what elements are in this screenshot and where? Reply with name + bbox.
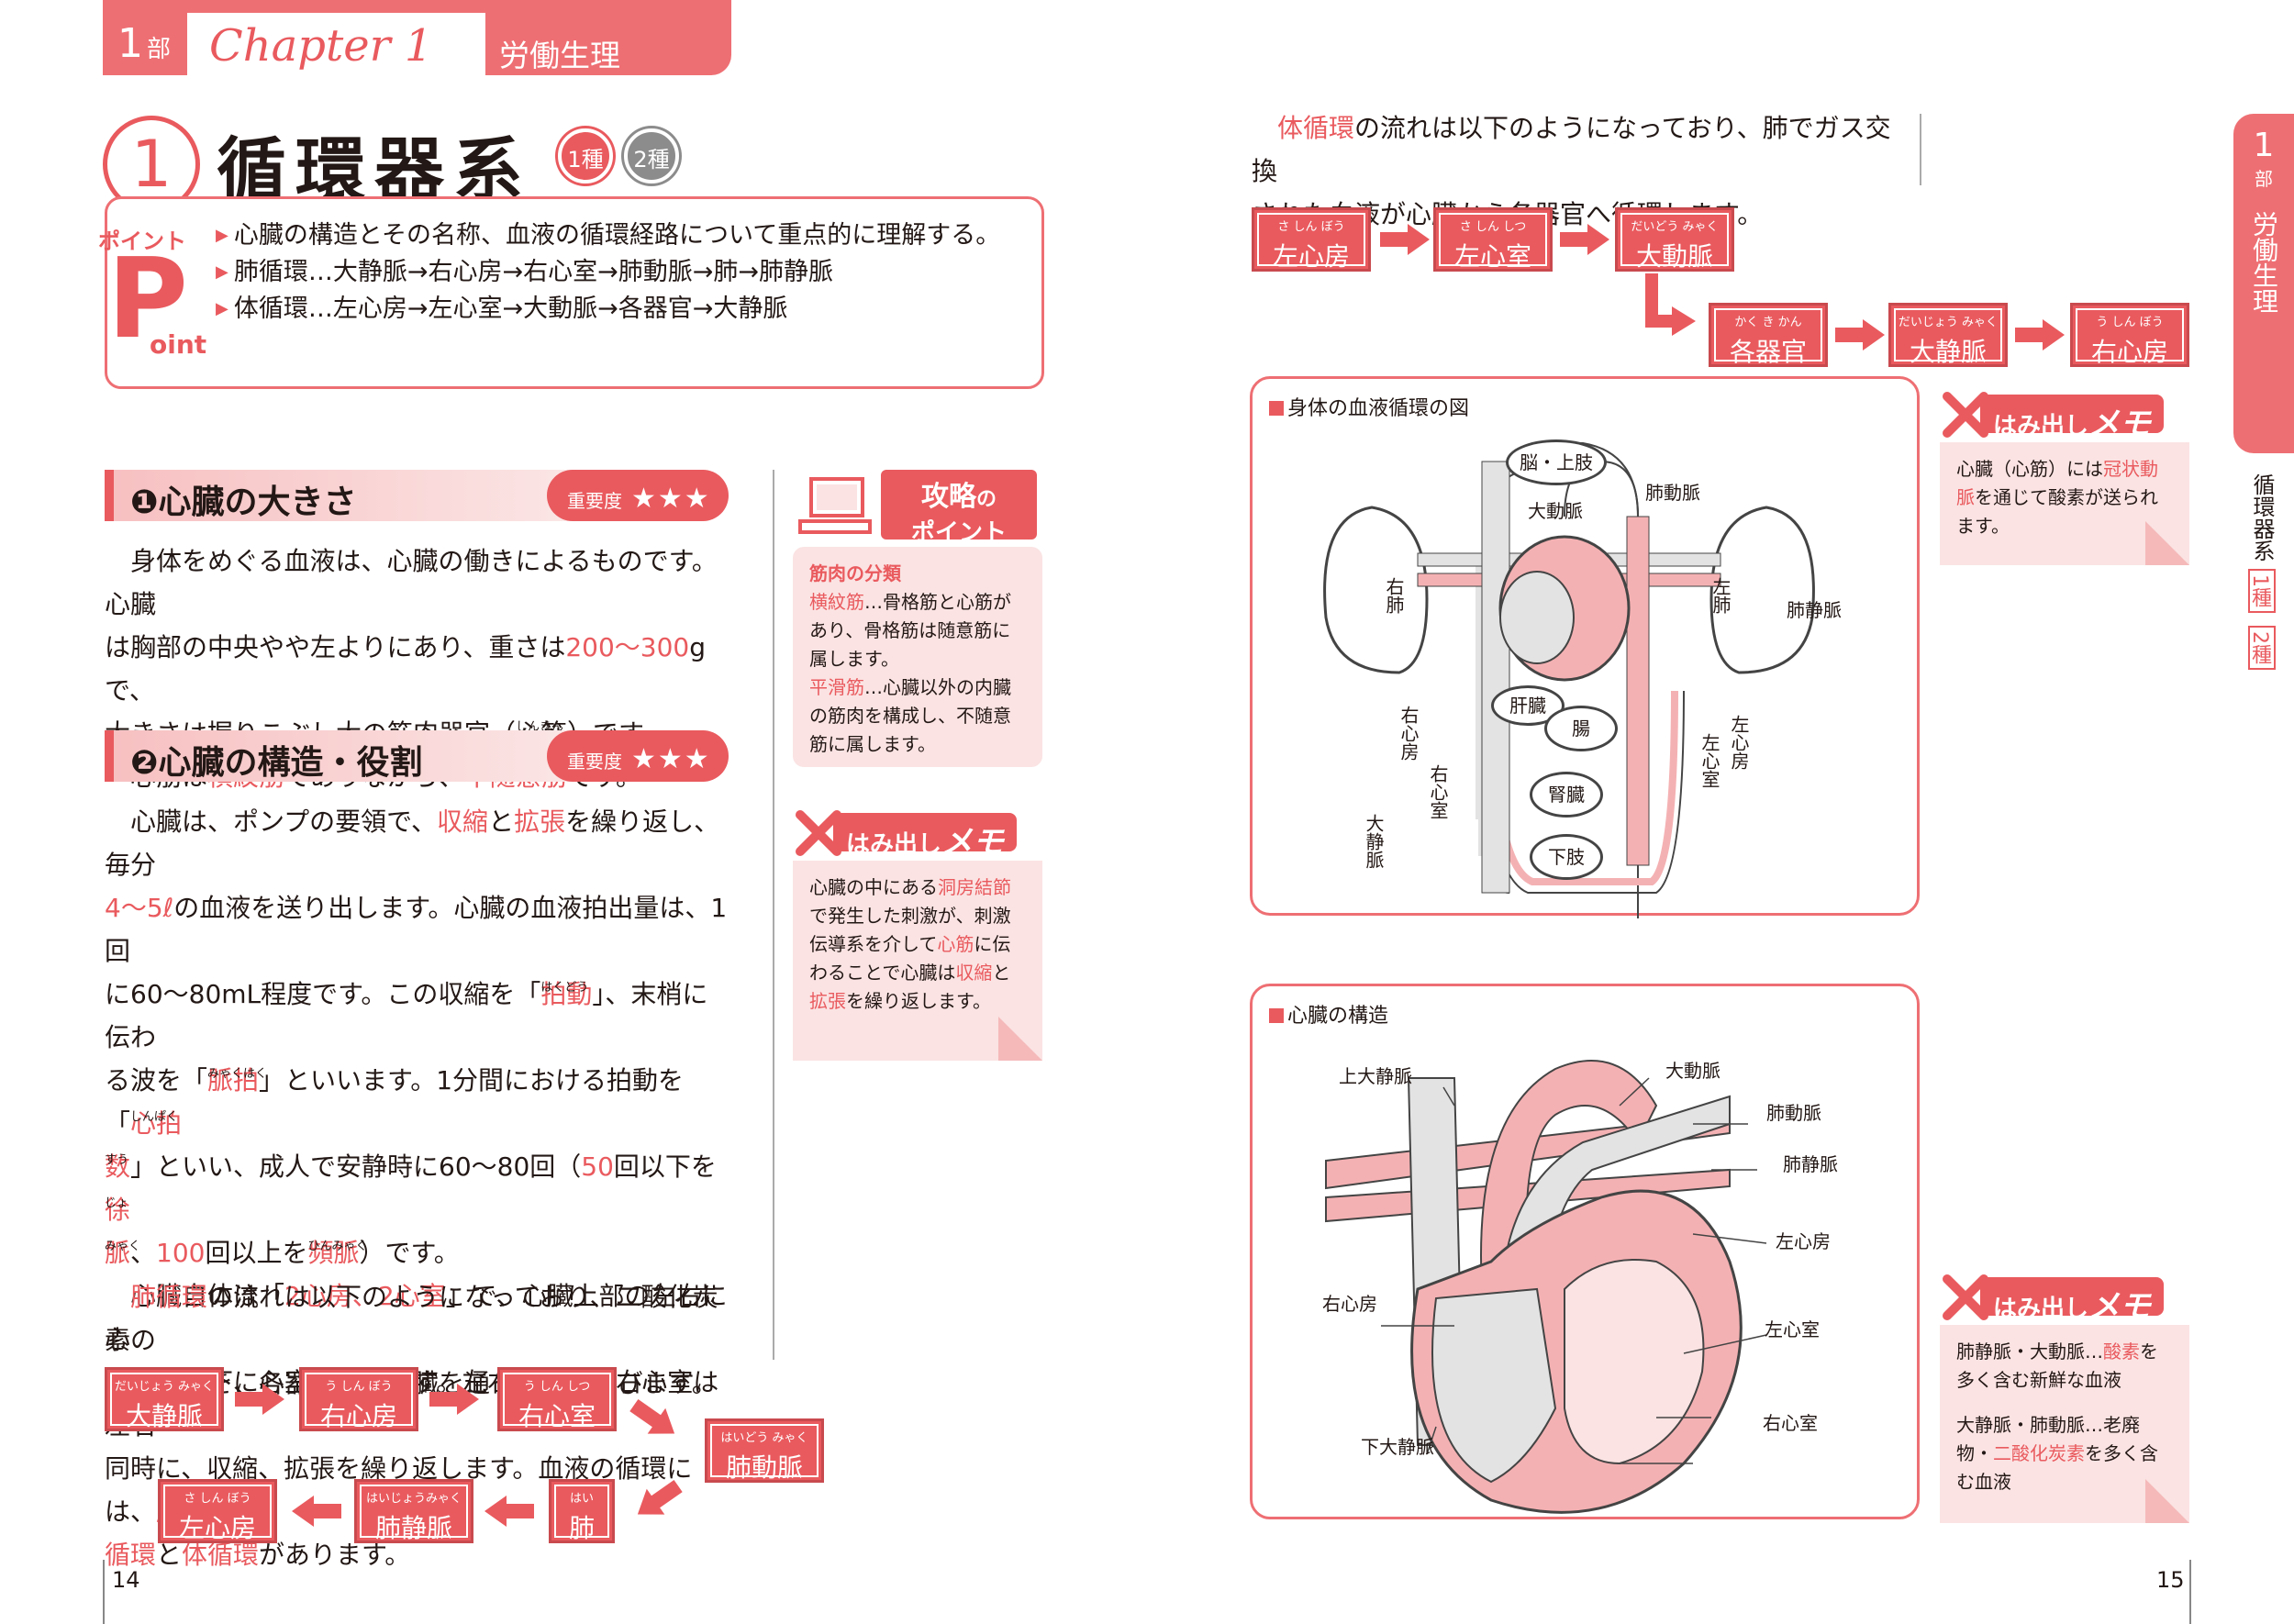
label-aorta: 大動脈 [1528, 500, 1583, 522]
importance-badge: 重要度★★★ [547, 730, 729, 782]
chapter-tab: 1 部 労働生理 [2233, 114, 2294, 453]
arrow-right-icon [1560, 224, 1609, 255]
point-logo-oint: oint [150, 329, 207, 360]
arrow-right-icon [2015, 319, 2065, 350]
circulation-diagram [1323, 442, 1815, 918]
figure-blood-circulation: 身体の血液循環の図 脳・上肢 肝臓 腸 腎臓 下肢 大動脈 肺動脈 右肺 左肺 … [1250, 376, 1920, 918]
subheading-number: ❷ [130, 744, 159, 782]
badge-1shu: 1種 [558, 128, 613, 184]
figure-title: 身体の血液循環の図 [1269, 392, 1469, 421]
tab-badge-2shu: 2種 [2248, 626, 2276, 670]
organ-kidney: 腎臓 [1530, 772, 1603, 818]
arrow-elbow-icon [1645, 273, 1696, 336]
organ-intestine: 腸 [1544, 706, 1618, 751]
tab-badge-1shu: 1種 [2248, 569, 2276, 613]
point-list: 心臓の構造とその名称、血液の循環経路について重点的に理解する。 肺循環…大静脈→… [216, 217, 1000, 328]
importance-badge: 重要度★★★ [547, 470, 729, 521]
page-rule [103, 1560, 105, 1624]
label-vena-cava: 大静脈 [1363, 814, 1385, 869]
label-right-ventricle: 右心室 [1427, 764, 1449, 819]
label-right-atrium: 右心房 [1398, 706, 1420, 761]
heart-diagram [1325, 1060, 1767, 1514]
point-logo-p: P [107, 236, 188, 363]
arrow-left-icon [292, 1496, 341, 1527]
column-divider [1920, 114, 1921, 185]
label-right-lung: 右肺 [1383, 577, 1405, 614]
flow-box-pulmonary-vein: はいじょうみゃく肺静脈 [354, 1479, 473, 1543]
point-item: 体循環…左心房→左心室→大動脈→各器官→大静脈 [216, 291, 1000, 328]
figure-heart-structure: 心臓の構造 上大静脈 大動脈 肺動脈 肺静脈 左心房 右心房 左心室 下大静脈 … [1250, 984, 1920, 1519]
subheading-title: 心臓の構造・役割 [158, 744, 423, 782]
label-pulmonary-artery: 肺動脈 [1766, 1102, 1821, 1124]
subheading-heart-size: ❶心臓の大きさ 重要度★★★ [105, 470, 729, 521]
subheading-number: ❶ [130, 484, 159, 521]
chapter-title: 労働生理 [499, 38, 620, 73]
memo-box-1: 心臓の中にある洞房結節 で発生した刺激が、刺激 伝導系を介して心筋に伝 わること… [793, 861, 1042, 1061]
memo-box-3: 肺静脈・大動脈…酸素を 多く含む新鮮な血液 大静脈・肺動脈…老廃 物・二酸化炭素… [1940, 1325, 2189, 1523]
strategy-point-box: 筋肉の分類 横紋筋…骨格筋と心筋が あり、骨格筋は随意筋に 属します。 平滑筋…… [793, 547, 1042, 767]
memo-header: はみ出しメモ [793, 807, 1042, 861]
heart-structure-text: 心臓は、ポンプの要領で、収縮と拡張を繰り返し、毎分 4〜5ℓの血液を送り出します… [105, 806, 728, 1570]
arrow-right-icon [429, 1384, 479, 1415]
pencil-icon [796, 810, 841, 856]
organ-brain: 脳・上肢 [1506, 439, 1607, 485]
column-divider [773, 470, 774, 1360]
star-icon: ★★★ [631, 743, 711, 775]
point-item: 心臓の構造とその名称、血液の循環経路について重点的に理解する。 [216, 217, 1000, 254]
computer-icon [798, 477, 872, 534]
flow-box-right-ventricle: う しん しつ右心室 [497, 1367, 617, 1431]
label-right-atrium: 右心房 [1322, 1293, 1377, 1315]
flow-box-aorta: だいどう みゃく大動脈 [1615, 207, 1734, 272]
arrow-right-icon [235, 1384, 284, 1415]
label-pulmonary-vein: 肺静脈 [1787, 599, 1842, 621]
organ-lower-limb: 下肢 [1530, 834, 1603, 880]
pencil-icon [1943, 1274, 1988, 1320]
label-left-ventricle: 左心室 [1765, 1318, 1820, 1340]
figure-title: 心臓の構造 [1269, 999, 1388, 1029]
label-left-ventricle: 左心室 [1698, 733, 1720, 788]
label-right-ventricle: 右心室 [1763, 1412, 1818, 1434]
flow-box-right-atrium: う しん ぼう右心房 [2070, 303, 2189, 367]
label-left-atrium: 左心房 [1728, 715, 1750, 770]
pencil-icon [1943, 392, 1988, 438]
page-number-left: 14 [112, 1567, 140, 1593]
label-superior-vena-cava: 上大静脈 [1339, 1065, 1412, 1087]
point-label: ポイント [98, 228, 186, 254]
memo-box-2: 心臓（心筋）には冠状動 脈を通じて酸素が送られ ます。 [1940, 442, 2189, 565]
flow-box-vena-cava: だいじょう みゃく大静脈 [1888, 303, 2008, 367]
subheading-heart-structure: ❷心臓の構造・役割 重要度★★★ [105, 730, 729, 782]
label-left-atrium: 左心房 [1776, 1230, 1831, 1252]
label-inferior-vena-cava: 下大静脈 [1361, 1436, 1434, 1458]
strategy-point-header: 攻略の ポイント [791, 468, 1039, 547]
flow-box-left-atrium: さ しん ぼう左心房 [158, 1479, 277, 1543]
flow-box-vena-cava: だいじょう みゃく大静脈 [105, 1367, 224, 1431]
badge-2shu: 2種 [624, 128, 679, 184]
label-pulmonary-vein: 肺静脈 [1783, 1153, 1838, 1175]
arrow-right-icon [1835, 319, 1885, 350]
label-left-lung: 左肺 [1709, 577, 1732, 614]
flow-box-organs: かく き かん各器官 [1709, 303, 1828, 367]
memo-header: はみ出しメモ [1940, 1272, 2189, 1325]
memo-header: はみ出しメモ [1940, 389, 2189, 442]
point-item: 肺循環…大静脈→右心房→右心室→肺動脈→肺→肺静脈 [216, 254, 1000, 291]
flow-box-lung: はい肺 [549, 1479, 615, 1543]
organ-liver: 肝臓 [1491, 685, 1565, 726]
label-pulmonary-artery: 肺動脈 [1645, 482, 1700, 504]
flow-box-right-atrium: う しん ぼう右心房 [299, 1367, 418, 1431]
star-icon: ★★★ [631, 483, 711, 515]
point-box: ポイント P oint 心臓の構造とその名称、血液の循環経路について重点的に理解… [98, 196, 1044, 389]
page-number-right: 15 [2156, 1567, 2185, 1593]
page-rule [2189, 1560, 2191, 1624]
tab-section-title: 循環器系 [2249, 473, 2275, 562]
arrow-right-icon [1380, 224, 1430, 255]
flow-box-pulmonary-artery: はいどう みゃく肺動脈 [705, 1418, 824, 1483]
arrow-left-icon [484, 1496, 534, 1527]
flow-box-left-ventricle: さ しん しつ左心室 [1433, 207, 1553, 272]
flow-box-left-atrium: さ しん ぼう左心房 [1252, 207, 1371, 272]
chapter-label: Chapter 1 [187, 13, 485, 75]
subheading-title: 心臓の大きさ [158, 484, 357, 521]
label-aorta: 大動脈 [1665, 1060, 1720, 1082]
